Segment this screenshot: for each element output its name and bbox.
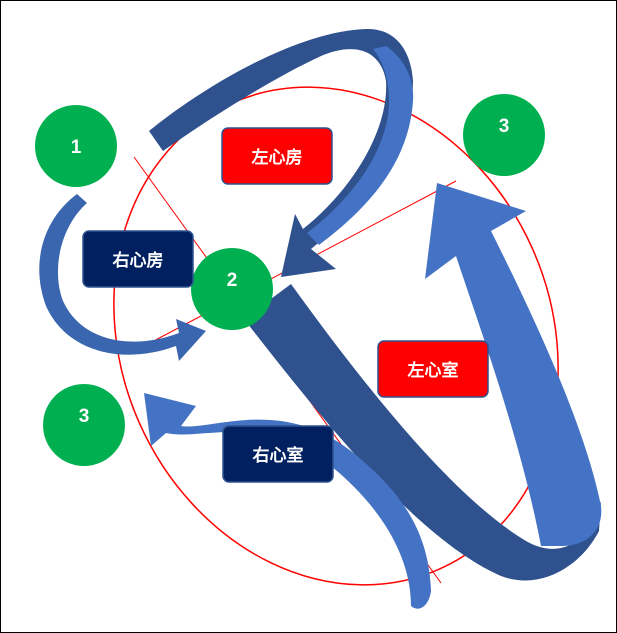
left-ventricle-up-arrow bbox=[425, 183, 602, 546]
svg-text:右心房: 右心房 bbox=[113, 250, 164, 271]
marker-2: 2 bbox=[191, 248, 273, 330]
marker-3-bottom: 3 bbox=[43, 384, 125, 466]
svg-text:2: 2 bbox=[227, 270, 238, 291]
label-left-ventricle: 左心室 bbox=[377, 340, 489, 398]
svg-text:1: 1 bbox=[71, 137, 82, 158]
ventricle-band-arrow bbox=[244, 284, 601, 581]
svg-text:3: 3 bbox=[79, 406, 90, 427]
marker-1: 1 bbox=[35, 105, 117, 187]
label-right-atrium: 右心房 bbox=[82, 230, 194, 288]
svg-text:左心室: 左心室 bbox=[408, 360, 459, 381]
svg-text:右心室: 右心室 bbox=[253, 445, 304, 466]
marker-3-top: 3 bbox=[463, 94, 545, 176]
right-atrium-inflow-arrow bbox=[39, 194, 206, 361]
label-right-ventricle: 右心室 bbox=[222, 425, 334, 483]
svg-text:3: 3 bbox=[499, 116, 510, 137]
label-left-atrium: 左心房 bbox=[221, 127, 333, 185]
svg-text:左心房: 左心房 bbox=[252, 147, 303, 168]
left-atrium-inflow-arrow-front bbox=[307, 46, 414, 245]
